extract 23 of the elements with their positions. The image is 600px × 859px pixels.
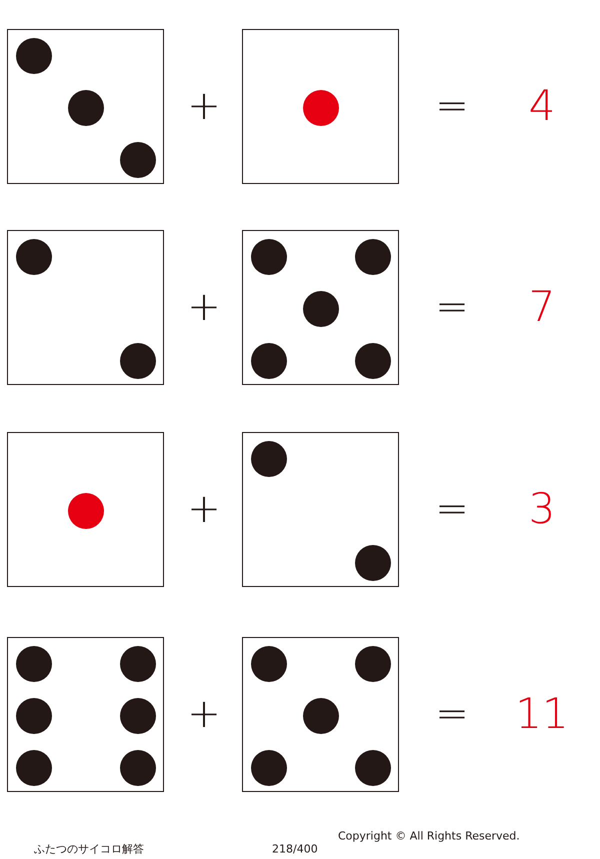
footer-title: ふたつのサイコロ解答 [34,844,144,854]
die-face [242,637,399,792]
plus-sign: + [187,287,221,327]
die-face [7,432,164,587]
answer-number: 11 [515,693,569,735]
die-face [7,29,164,184]
die-face [7,230,164,385]
copyright-notice: Copyright © All Rights Reserved. [338,830,520,842]
answer-number: 7 [528,286,556,328]
answer-number: 3 [528,488,556,530]
equals-sign: = [435,489,469,529]
plus-sign: + [187,86,221,126]
page-number: 218/400 [272,844,318,854]
die-face [242,29,399,184]
equals-sign: = [435,287,469,327]
plus-sign: + [187,489,221,529]
equals-sign: = [435,694,469,734]
answer-number: 4 [528,85,556,127]
die-face [242,230,399,385]
die-face [242,432,399,587]
equals-sign: = [435,86,469,126]
plus-sign: + [187,694,221,734]
die-face [7,637,164,792]
